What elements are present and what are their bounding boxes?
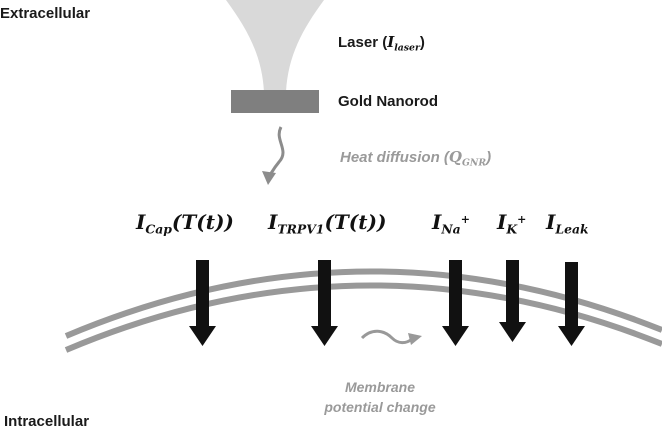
laser-beam [226, 0, 324, 92]
laser-paren-open: ( [382, 34, 388, 51]
membrane-potential-label: Membrane potential change [300, 377, 460, 417]
extracellular-label: Extracellular [0, 5, 91, 22]
membrane-potential-line1: Membrane [344, 379, 416, 395]
heat-diffusion-text: Heat diffusion [340, 149, 440, 166]
current-label-icap: ICap(T(t)) [136, 210, 234, 237]
arrow-itrpv1 [311, 260, 338, 346]
membrane-potential-line2: potential change [324, 399, 436, 415]
laser-text: Laser [338, 34, 379, 51]
potential-change-arrowhead [408, 333, 422, 345]
current-label-itrpv1: ITRPV1(T(t)) [268, 210, 387, 237]
arrow-icap [189, 260, 216, 346]
gold-nanorod-label: Gold Nanorod [338, 93, 438, 110]
current-label-ileak: ILeak [546, 210, 589, 237]
heat-diffusion-arrowhead [262, 171, 276, 185]
gold-nanorod [231, 90, 319, 113]
heat-diffusion-arrow [268, 126, 285, 176]
arrow-ileak [558, 262, 585, 346]
heat-symbol: QGNR [448, 148, 487, 169]
laser-symbol: Ilaser [387, 33, 420, 54]
intracellular-label: Intracellular [4, 413, 90, 430]
heat-diffusion-label: Heat diffusion (QGNR) [340, 148, 492, 169]
potential-change-squiggle [360, 329, 413, 345]
arrow-ina [442, 260, 469, 346]
current-label-ik: IK+ [497, 210, 527, 237]
arrow-ik [499, 260, 526, 342]
current-label-ina: INa+ [432, 210, 470, 237]
laser-label: Laser (Ilaser) [338, 33, 425, 53]
laser-paren-close: ) [419, 34, 425, 51]
